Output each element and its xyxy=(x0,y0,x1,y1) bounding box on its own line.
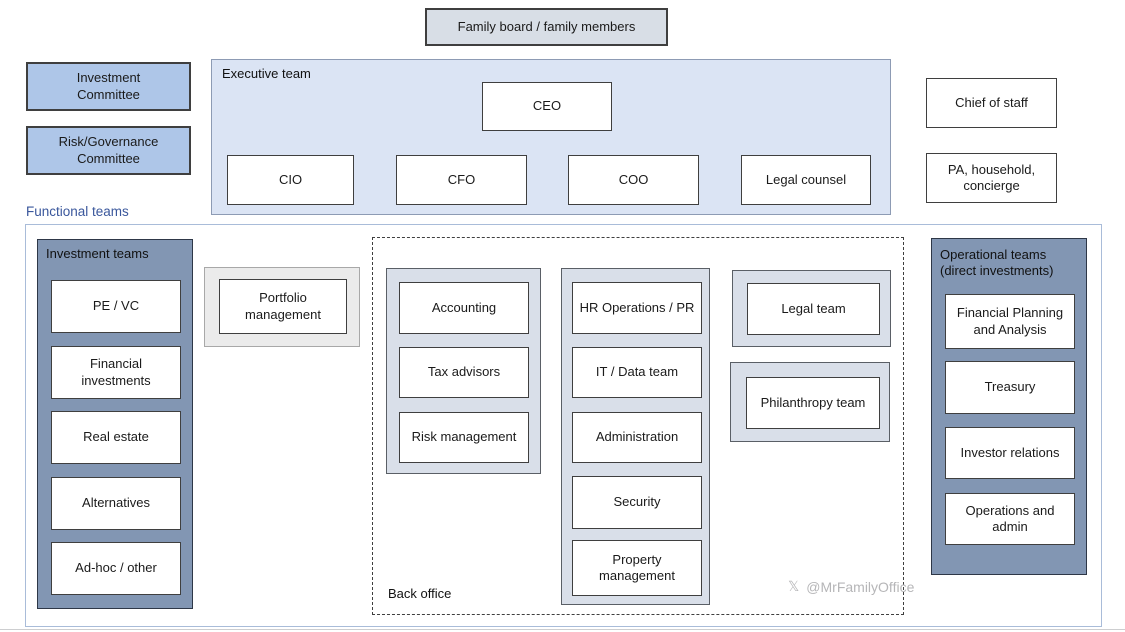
functional-teams-panel: Investment teams PE / VC Financial inves… xyxy=(25,224,1102,627)
accounting-box: Accounting xyxy=(399,282,529,334)
tax-advisors-box: Tax advisors xyxy=(399,347,529,398)
executive-team-label: Executive team xyxy=(222,66,311,81)
back-office-label: Back office xyxy=(388,585,452,601)
coo-box: COO xyxy=(568,155,699,205)
ceo-box: CEO xyxy=(482,82,612,131)
x-logo-icon: 𝕏 xyxy=(788,578,800,594)
risk-management-box: Risk management xyxy=(399,412,529,463)
fpa-box: Financial Planning and Analysis xyxy=(945,294,1075,349)
watermark-handle: @MrFamilyOffice xyxy=(806,578,915,595)
risk-governance-committee-box: Risk/Governance Committee xyxy=(26,126,191,175)
back-office-col1: Accounting Tax advisors Risk management xyxy=(386,268,541,474)
operational-teams-panel: Operational teams (direct investments) F… xyxy=(931,238,1087,575)
portfolio-management-panel: Portfolio management xyxy=(204,267,360,347)
property-management-box: Property management xyxy=(572,540,702,596)
bottom-divider xyxy=(0,629,1125,630)
investment-teams-label: Investment teams xyxy=(46,246,149,261)
financial-investments-box: Financial investments xyxy=(51,346,181,399)
family-board-box: Family board / family members xyxy=(425,8,668,46)
operations-admin-box: Operations and admin xyxy=(945,493,1075,545)
watermark: 𝕏 @MrFamilyOffice xyxy=(788,578,914,595)
cfo-box: CFO xyxy=(396,155,527,205)
legal-counsel-box: Legal counsel xyxy=(741,155,871,205)
philanthropy-team-panel: Philanthropy team xyxy=(730,362,890,442)
back-office-col2: HR Operations / PR IT / Data team Admini… xyxy=(561,268,710,605)
real-estate-box: Real estate xyxy=(51,411,181,464)
it-data-team-box: IT / Data team xyxy=(572,347,702,398)
functional-teams-label: Functional teams xyxy=(26,204,129,219)
treasury-box: Treasury xyxy=(945,361,1075,414)
adhoc-other-box: Ad-hoc / other xyxy=(51,542,181,595)
philanthropy-team-box: Philanthropy team xyxy=(746,377,880,429)
investor-relations-box: Investor relations xyxy=(945,427,1075,479)
cio-box: CIO xyxy=(227,155,354,205)
legal-team-box: Legal team xyxy=(747,283,880,335)
pe-vc-box: PE / VC xyxy=(51,280,181,333)
legal-team-panel: Legal team xyxy=(732,270,891,347)
back-office-panel: Back office Accounting Tax advisors Risk… xyxy=(372,237,914,615)
operational-teams-label: Operational teams (direct investments) xyxy=(940,247,1054,279)
hr-operations-pr-box: HR Operations / PR xyxy=(572,282,702,334)
alternatives-box: Alternatives xyxy=(51,477,181,530)
investment-teams-panel: Investment teams PE / VC Financial inves… xyxy=(37,239,193,609)
chief-of-staff-box: Chief of staff xyxy=(926,78,1057,128)
investment-committee-box: Investment Committee xyxy=(26,62,191,111)
administration-box: Administration xyxy=(572,412,702,463)
portfolio-management-box: Portfolio management xyxy=(219,279,347,334)
pa-household-box: PA, household, concierge xyxy=(926,153,1057,203)
security-box: Security xyxy=(572,476,702,529)
executive-team-panel: Executive team CEO CIO CFO COO Legal cou… xyxy=(211,59,891,215)
